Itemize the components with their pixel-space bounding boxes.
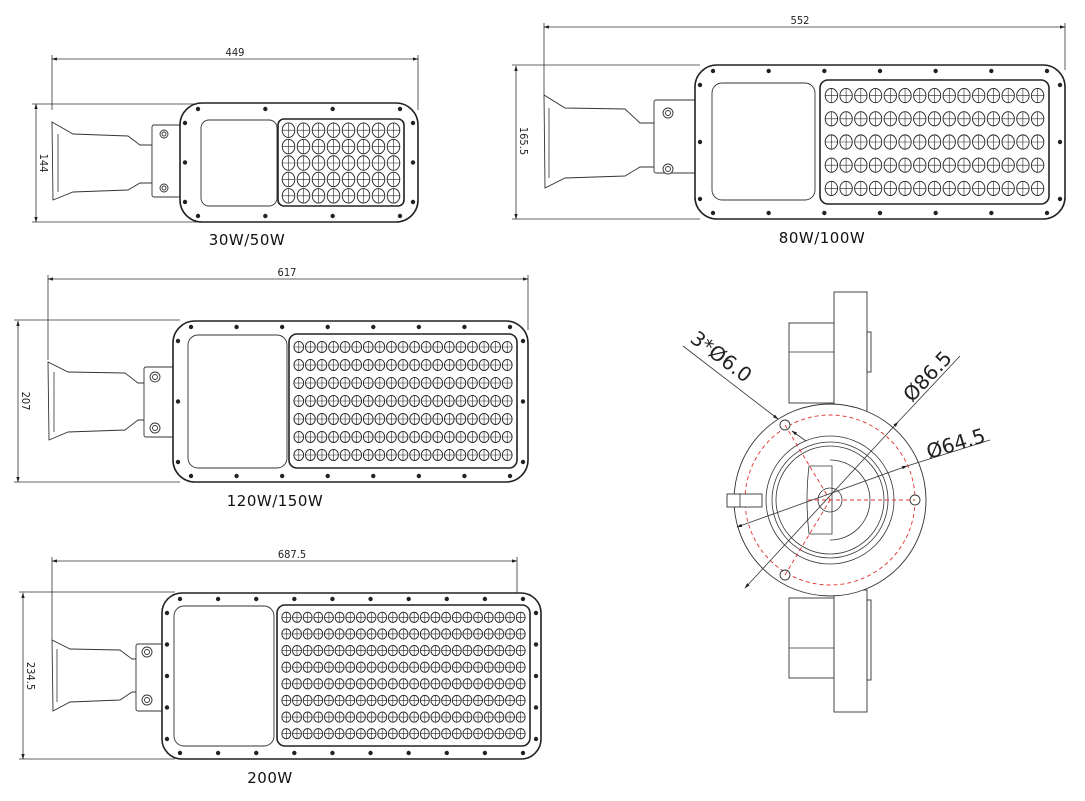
height-value: 234.5 xyxy=(24,662,37,690)
dimension-height: 144 xyxy=(32,103,200,223)
view-200w: 687.5 234.5 200W xyxy=(19,548,542,787)
perimeter-bolts xyxy=(697,68,1063,216)
led-array xyxy=(824,88,1045,196)
view-30w-50w: 449 144 30W/50W xyxy=(32,46,419,249)
perimeter-bolts xyxy=(175,324,526,479)
length-value: 449 xyxy=(226,46,245,59)
length-value: 687.5 xyxy=(278,548,306,561)
lamp-housing xyxy=(161,592,542,760)
outer-diameter-label: Ø86.5 xyxy=(898,346,957,406)
lamp-housing xyxy=(694,64,1066,220)
view-mount-detail: 3*Ø6.0 Ø86.5 Ø64.5 xyxy=(682,291,991,713)
dimension-length: 552 xyxy=(543,14,1066,95)
led-array xyxy=(293,340,513,462)
length-value: 552 xyxy=(791,14,810,27)
led-array xyxy=(281,611,526,740)
mount-arm xyxy=(51,639,168,712)
dimension-length: 687.5 xyxy=(51,548,518,640)
dimension-height: 234.5 xyxy=(19,591,175,760)
caption-80w-100w: 80W/100W xyxy=(779,229,865,247)
dimension-leaders xyxy=(682,345,991,589)
mount-arm xyxy=(543,94,697,189)
dimension-height: 207 xyxy=(14,319,180,483)
view-120w-150w: 617 207 120W/150W xyxy=(14,266,529,510)
length-value: 617 xyxy=(278,266,297,279)
dimension-length: 617 xyxy=(47,266,529,360)
lamp-housing xyxy=(172,320,529,483)
dimension-height: 165.5 xyxy=(512,64,700,220)
perimeter-bolts xyxy=(182,106,416,219)
led-array xyxy=(281,122,401,204)
housing-side-profile xyxy=(788,291,872,713)
caption-200w: 200W xyxy=(247,769,292,787)
mount-arm xyxy=(47,361,177,441)
height-value: 165.5 xyxy=(517,127,530,155)
height-value: 144 xyxy=(37,154,50,173)
height-value: 207 xyxy=(19,392,32,411)
perimeter-bolts xyxy=(164,596,539,756)
view-80w-100w: 552 165.5 80W/100W xyxy=(512,14,1066,247)
caption-30w-50w: 30W/50W xyxy=(209,231,285,249)
lamp-housing xyxy=(179,102,419,223)
bolt-circle-label: Ø64.5 xyxy=(923,423,988,464)
dimension-length: 449 xyxy=(51,46,419,110)
caption-120w-150w: 120W/150W xyxy=(227,492,323,510)
mount-arm xyxy=(51,121,181,201)
